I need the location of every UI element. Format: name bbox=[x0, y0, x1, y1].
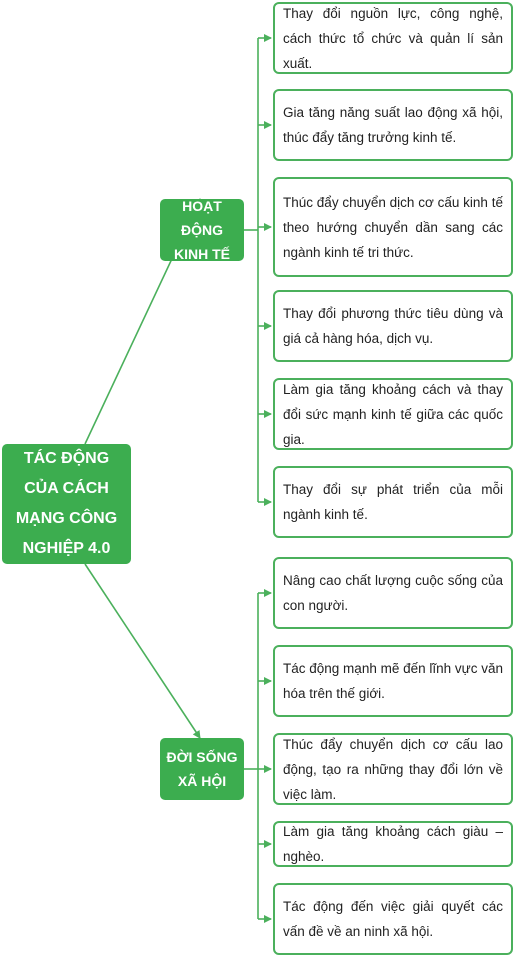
branch-label: ĐỜI SỐNG XÃ HỘI bbox=[166, 749, 238, 789]
root-label: TÁC ĐỘNG CỦA CÁCH MẠNG CÔNG NGHIỆP 4.0 bbox=[15, 450, 118, 557]
leaf-economic-2: Gia tăng năng suất lao động xã hội, thúc… bbox=[273, 89, 513, 161]
leaf-economic-1: Thay đổi nguồn lực, công nghệ, cách thức… bbox=[273, 2, 513, 74]
leaf-social-5: Tác động đến việc giải quyết các vấn đề … bbox=[273, 883, 513, 955]
leaf-economic-6: Thay đổi sự phát triển của mỗi ngành kin… bbox=[273, 466, 513, 538]
leaf-social-4: Làm gia tăng khoảng cách giàu – nghèo. bbox=[273, 821, 513, 867]
root-node: TÁC ĐỘNG CỦA CÁCH MẠNG CÔNG NGHIỆP 4.0 bbox=[2, 444, 131, 564]
branch-economic-activity: HOẠT ĐỘNG KINH TẾ bbox=[160, 198, 244, 262]
leaf-social-2: Tác động mạnh mẽ đến lĩnh vực văn hóa tr… bbox=[273, 645, 513, 717]
leaf-social-1: Nâng cao chất lượng cuộc sống của con ng… bbox=[273, 557, 513, 629]
branch-social-life: ĐỜI SỐNG XÃ HỘI bbox=[160, 738, 244, 800]
leaf-economic-3: Thúc đẩy chuyển dịch cơ cấu kinh tế theo… bbox=[273, 177, 513, 277]
root-to-social-arrow bbox=[84, 563, 201, 739]
leaf-economic-5: Làm gia tăng khoảng cách và thay đổi sức… bbox=[273, 378, 513, 450]
leaf-economic-4: Thay đổi phương thức tiêu dùng và giá cả… bbox=[273, 290, 513, 362]
leaf-social-3: Thúc đẩy chuyển dịch cơ cấu lao động, tạ… bbox=[273, 733, 513, 805]
branch-label: HOẠT ĐỘNG KINH TẾ bbox=[174, 198, 230, 262]
